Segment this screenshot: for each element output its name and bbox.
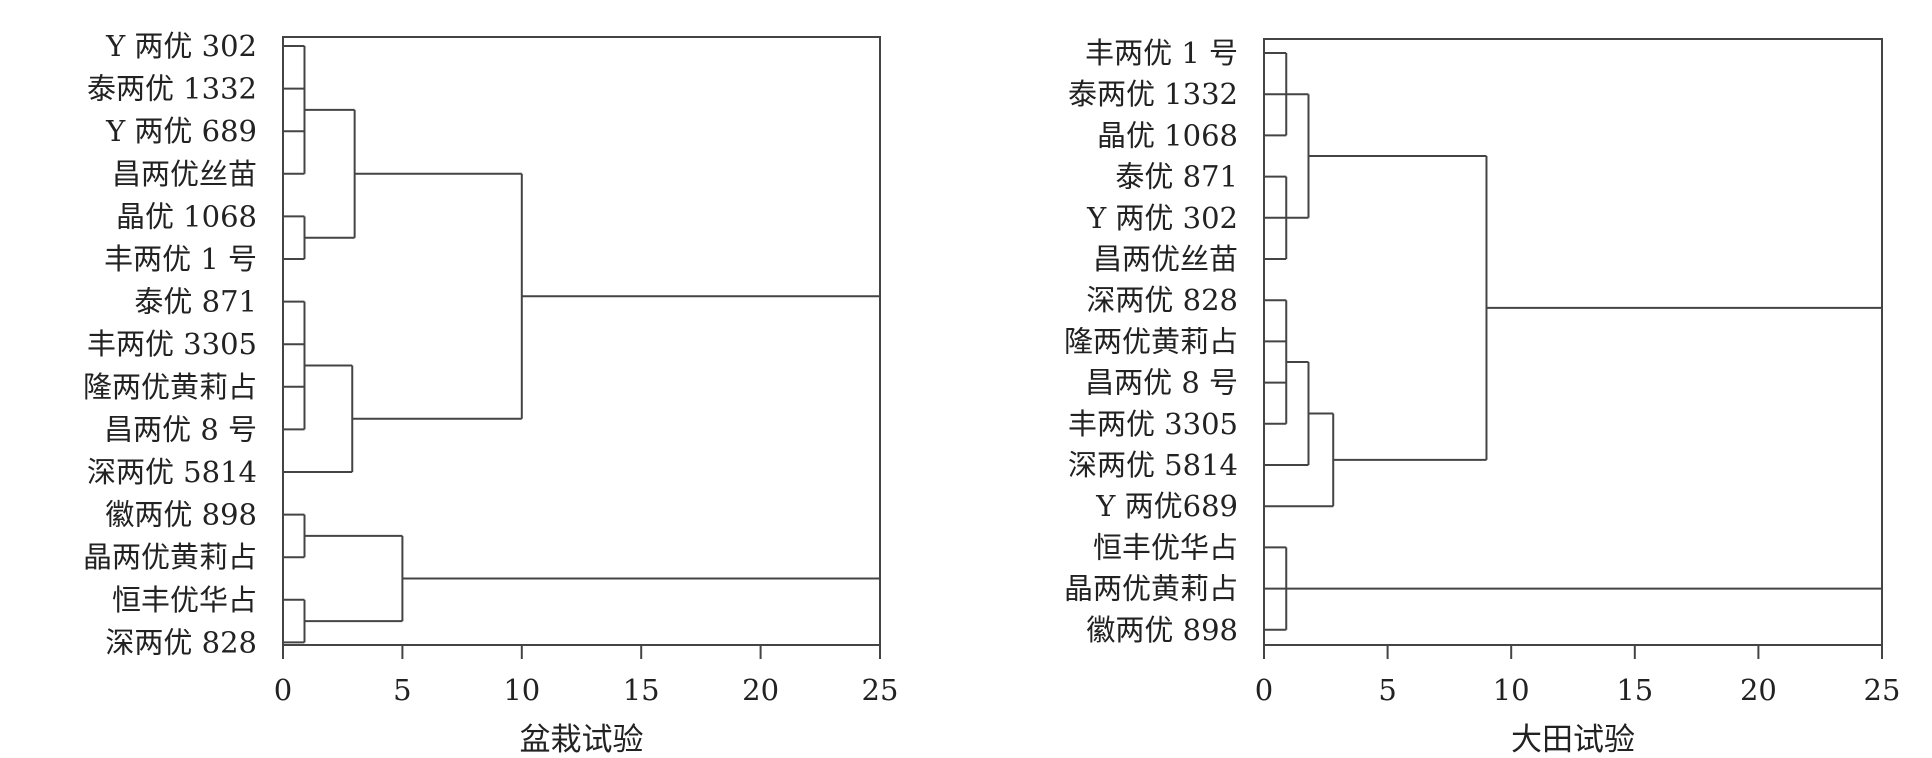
leaf-label: 昌两优丝苗 (1093, 242, 1238, 276)
leaf-label: 隆两优黄莉占 (83, 370, 257, 404)
leaf-label: 丰两优 1 号 (104, 242, 257, 276)
leaf-label: 昌两优 8 号 (1085, 366, 1238, 400)
leaf-label: 深两优 5814 (87, 455, 257, 489)
leaf-label: 深两优 5814 (1068, 448, 1238, 482)
leaf-label: 恒丰优华占 (1093, 530, 1238, 564)
x-tick-label: 25 (1864, 673, 1901, 707)
x-tick-label: 25 (862, 673, 899, 707)
leaf-label: 泰两优 1332 (1068, 77, 1238, 111)
leaf-label: 晶优 1068 (116, 199, 257, 233)
x-tick-label: 20 (1740, 673, 1777, 707)
leaf-label: 徽两优 898 (105, 498, 257, 532)
plot-frame (1263, 38, 1883, 646)
leaf-label: 丰两优 3305 (87, 327, 257, 361)
x-axis-label: 大田试验 (1511, 722, 1635, 758)
x-tick-label: 0 (1255, 673, 1273, 707)
leaf-label: Y 两优 302 (1086, 201, 1238, 235)
x-tick-label: 5 (393, 673, 411, 707)
leaf-label: 丰两优 3305 (1068, 407, 1238, 441)
plot-frame (282, 36, 881, 646)
x-tick-label: 0 (274, 673, 292, 707)
x-tick-label: 15 (623, 673, 660, 707)
leaf-label: 昌两优丝苗 (112, 157, 257, 191)
x-tick-label: 10 (503, 673, 540, 707)
leaf-label: 泰两优 1332 (87, 72, 257, 106)
leaf-label: 晶两优黄莉占 (83, 540, 257, 574)
leaf-label: 隆两优黄莉占 (1064, 324, 1238, 358)
leaf-label: 昌两优 8 号 (104, 412, 257, 446)
x-axis-label: 盆栽试验 (520, 722, 644, 758)
leaf-label: 泰优 871 (1115, 160, 1238, 194)
leaf-label: Y 两优 302 (105, 29, 257, 63)
leaf-label: 晶优 1068 (1097, 118, 1238, 152)
leaf-label: 泰优 871 (134, 285, 257, 319)
leaf-label: Y 两优689 (1095, 489, 1238, 523)
x-tick-label: 20 (742, 673, 779, 707)
leaf-label: 徽两优 898 (1086, 613, 1238, 647)
leaf-label: 晶两优黄莉占 (1064, 572, 1238, 606)
x-tick-label: 15 (1616, 673, 1653, 707)
x-tick-label: 5 (1378, 673, 1396, 707)
leaf-label: 丰两优 1 号 (1085, 36, 1238, 70)
leaf-label: 恒丰优华占 (112, 583, 257, 617)
leaf-label: 深两优 828 (1086, 283, 1238, 317)
x-tick-label: 10 (1493, 673, 1530, 707)
leaf-label: 深两优 828 (105, 625, 257, 659)
leaf-label: Y 两优 689 (105, 114, 257, 148)
